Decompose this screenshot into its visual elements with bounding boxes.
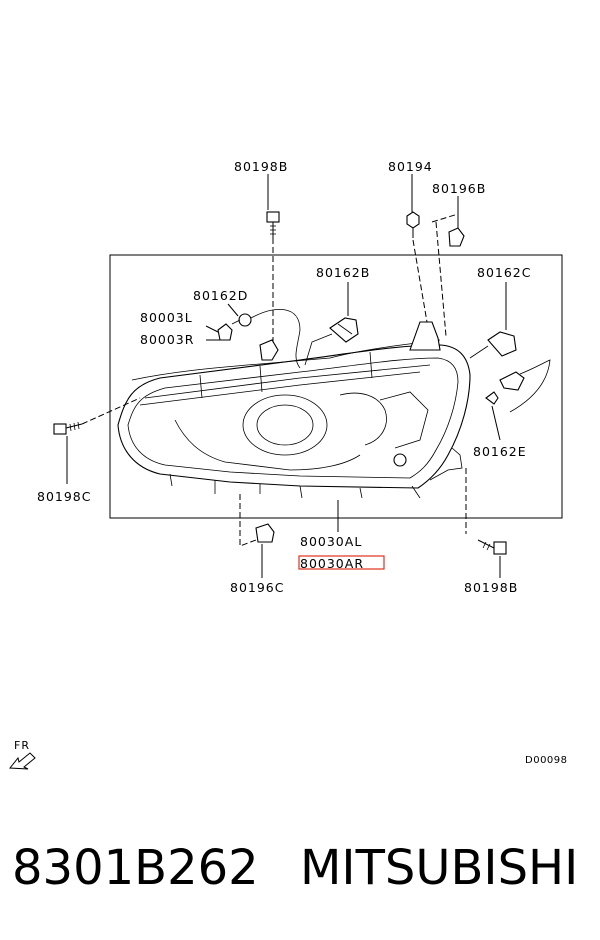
bulb-b	[329, 317, 359, 343]
label-socket-r: 80003R	[140, 332, 194, 347]
wire-bulb-d	[250, 309, 301, 369]
bulb-e	[485, 359, 551, 413]
label-bolt-b-bottom: 80198B	[464, 580, 518, 595]
label-top-bolt: 80198B	[234, 159, 288, 174]
label-lamp-ar: 80030AR	[300, 556, 364, 571]
top-clip	[448, 227, 465, 247]
diagram-code: D00098	[525, 755, 568, 766]
socket-assembly	[217, 323, 279, 361]
leader-bulb-e	[491, 405, 501, 441]
part-number: 8301B262	[12, 840, 259, 896]
label-bulb-d: 80162D	[193, 288, 248, 303]
assembly-frame	[109, 254, 563, 519]
bulb-d	[231, 313, 252, 327]
headlamp-housing	[117, 339, 471, 499]
leader-socket-l	[205, 325, 219, 333]
footer-caption: 8301B262 MITSUBISHI	[0, 828, 600, 908]
leader-bulb-d	[227, 303, 239, 317]
dash-bottom-clip	[239, 494, 257, 547]
label-bulb-c: 80162C	[477, 265, 532, 280]
label-bulb-e: 80162E	[473, 444, 527, 459]
wire-bulb-c	[469, 345, 489, 359]
dash-left-bolt	[81, 397, 141, 425]
dash-top-clip	[431, 213, 459, 337]
wire-bulb-b	[304, 333, 333, 366]
label-top-nut: 80194	[388, 159, 433, 174]
label-socket-l: 80003L	[140, 310, 193, 325]
left-bolt	[53, 421, 83, 435]
label-bolt-c: 80198C	[37, 489, 92, 504]
brand-name: MITSUBISHI	[300, 840, 579, 896]
dash-top-nut	[412, 239, 428, 323]
label-bulb-b: 80162B	[316, 265, 370, 280]
front-arrow-icon	[9, 752, 36, 770]
label-lamp-al: 80030AL	[300, 534, 362, 549]
front-indicator-label: FR	[14, 739, 30, 752]
label-top-clip: 80196B	[432, 181, 486, 196]
highlight-box	[298, 555, 385, 570]
mounting-bracket	[409, 321, 441, 351]
label-clip-c: 80196C	[230, 580, 285, 595]
top-bolt	[266, 211, 280, 238]
bottom-bolt	[477, 539, 507, 555]
top-nut	[406, 211, 420, 238]
bottom-clip	[255, 523, 275, 543]
bulb-c	[487, 331, 517, 357]
